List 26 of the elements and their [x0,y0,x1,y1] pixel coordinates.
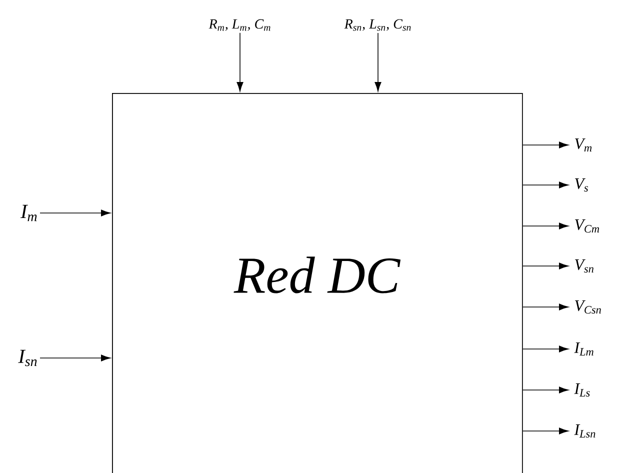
signal-label: R$_{m}$, L$_{m}$, C$_{m}$ [208,19,270,31]
arrow [374,32,382,92]
signal-label: V$_{m}$ [575,138,592,152]
arrow [522,428,568,434]
signal-label: R$_{sn}$, L$_{sn}$, C$_{sn}$ [344,19,411,31]
block-title: Red DC [234,256,401,294]
arrow [40,210,110,216]
block-box [112,93,523,473]
signal-label: V$_{s}$ [575,178,588,192]
arrow [522,386,568,394]
signal-label: V$_{sn}$ [575,259,594,273]
signal-label: V$_{Cm}$ [575,219,600,233]
signal-label: I$_{sn}$ [18,350,37,366]
arrow [40,354,110,362]
arrow [522,262,568,270]
signal-label: I$_{m}$ [20,204,37,222]
arrow [522,346,568,352]
signal-label: I$_{Lsn}$ [574,424,596,438]
arrow [522,304,568,310]
arrow [522,182,568,188]
arrow [522,222,568,230]
signal-label: I$_{Lm}$ [574,342,594,356]
arrow [236,32,244,92]
signal-label: V$_{Csn}$ [575,300,601,314]
signal-label: I$_{Ls}$ [574,383,590,397]
arrow [522,142,568,148]
